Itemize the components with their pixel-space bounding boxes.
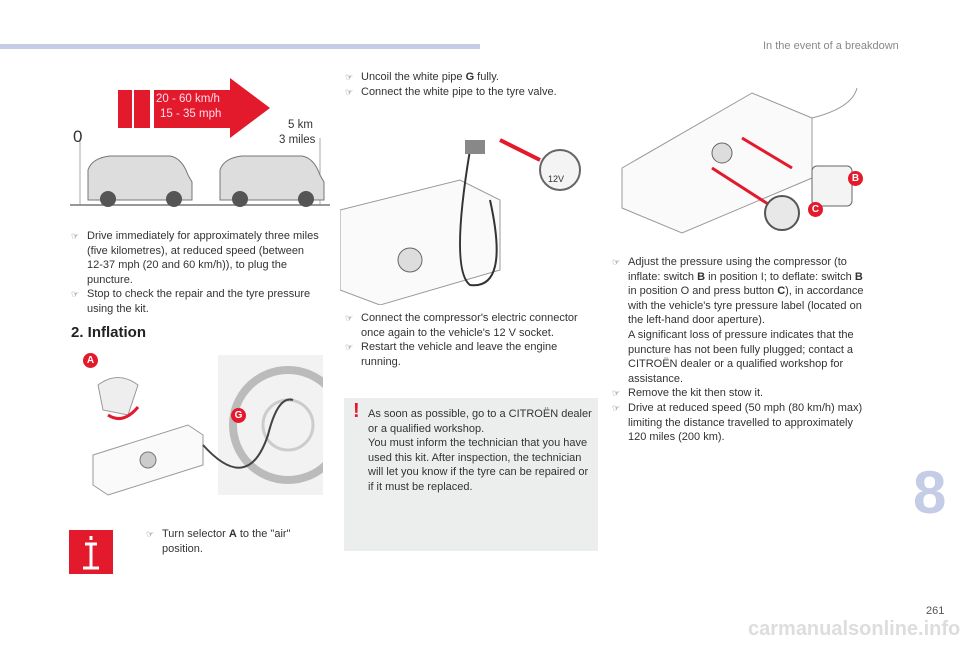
- socket-12v-label: 12V: [548, 174, 565, 184]
- col2-instructions: Connect the compressor's electric connec…: [345, 311, 595, 369]
- warning-text-2: You must inform the technician that you …: [368, 437, 589, 493]
- instruction-drive: Drive immediately for approximately thre…: [71, 229, 321, 287]
- instruction-adjust-pressure: Adjust the pressure using the compressor…: [612, 255, 874, 328]
- air-position-icon: [69, 530, 113, 574]
- instruction-connect-pipe: Connect the white pipe to the tyre valve…: [345, 85, 595, 100]
- speed-kmh-label: 20 - 60 km/h: [156, 93, 220, 105]
- label-b-badge: B: [848, 171, 863, 186]
- instruction-remove-kit: Remove the kit then stow it.: [612, 386, 874, 401]
- watermark: carmanualsonline.info: [748, 618, 960, 640]
- compressor-controls-figure: B C: [612, 78, 870, 238]
- label-g-badge: G: [231, 408, 246, 423]
- warning-icon: !: [353, 400, 360, 422]
- start-label: 0: [73, 127, 83, 146]
- instruction-drive-reduced: Drive at reduced speed (50 mph (80 km/h)…: [612, 401, 874, 445]
- instruction-connect-electric: Connect the compressor's electric connec…: [345, 311, 595, 340]
- col2-top-instructions: Uncoil the white pipe G fully. Connect t…: [345, 70, 595, 99]
- electric-connector-figure: 12V: [339, 110, 600, 306]
- distance-miles-label: 3 miles: [279, 134, 316, 146]
- compressor-inflation-figure: A G: [68, 353, 347, 505]
- chapter-number: 8: [913, 459, 947, 526]
- section-title: In the event of a breakdown: [763, 40, 899, 52]
- pressure-loss-note: A significant loss of pressure indicates…: [628, 328, 854, 385]
- instruction-uncoil: Uncoil the white pipe G fully.: [345, 70, 595, 85]
- warning-text-1: As soon as possible, go to a CITROËN dea…: [368, 408, 592, 435]
- speed-distance-figure: 20 - 60 km/h 15 - 35 mph 0 5 km 3 miles: [70, 70, 330, 215]
- speed-arrow-illustration: [70, 78, 330, 207]
- header-bar: [0, 44, 480, 49]
- section-heading: 2. Inflation: [71, 324, 146, 341]
- distance-km-label: 5 km: [288, 119, 313, 131]
- col1-instructions: Drive immediately for approximately thre…: [71, 229, 321, 317]
- instruction-turn-selector: Turn selector A to the "air" position.: [146, 527, 296, 556]
- warning-box: ! As soon as possible, go to a CITROËN d…: [344, 398, 598, 551]
- page-number: 261: [926, 605, 945, 617]
- instruction-stop: Stop to check the repair and the tyre pr…: [71, 287, 321, 316]
- label-a-badge: A: [83, 353, 98, 368]
- speed-mph-label: 15 - 35 mph: [160, 108, 222, 120]
- chapter-tab: 8: [905, 455, 960, 530]
- label-c-badge: C: [808, 202, 823, 217]
- instruction-restart: Restart the vehicle and leave the engine…: [345, 340, 595, 369]
- col3-instructions: Adjust the pressure using the compressor…: [612, 255, 874, 445]
